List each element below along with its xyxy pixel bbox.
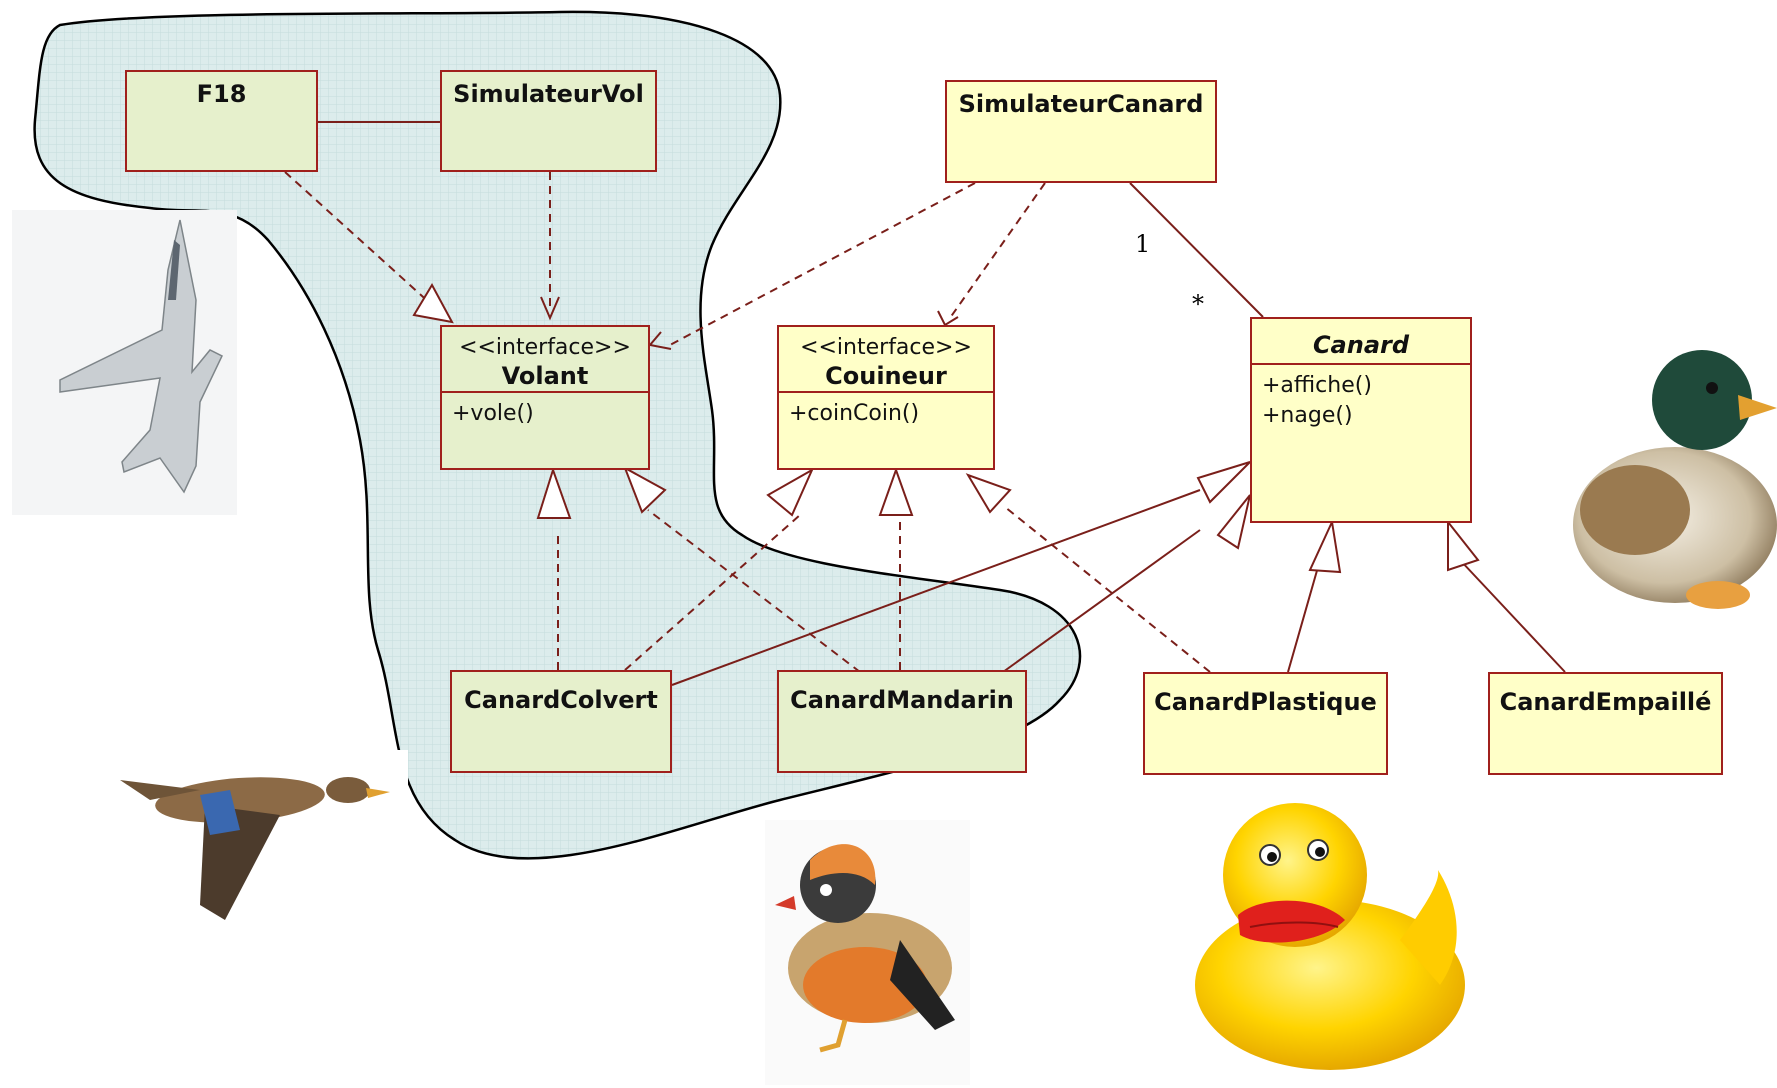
realization-lines bbox=[284, 171, 1211, 673]
class-canardmandarin-name: CanardMandarin bbox=[790, 686, 1014, 714]
class-simulateurcanard[interactable]: SimulateurCanard bbox=[945, 80, 1217, 183]
interface-couineur-stereotype: <<interface>> bbox=[800, 335, 972, 360]
mandarin-duck-image bbox=[765, 820, 970, 1085]
class-f18-name: F18 bbox=[196, 80, 247, 108]
multiplicity-many: * bbox=[1192, 290, 1204, 318]
class-canard[interactable]: Canard +affiche() +nage() bbox=[1250, 317, 1472, 523]
interface-volant-name: Volant bbox=[501, 362, 589, 390]
interface-volant-stereotype: <<interface>> bbox=[459, 335, 631, 360]
interface-volant-operations: +vole() bbox=[442, 391, 648, 435]
class-canard-name: Canard bbox=[1312, 331, 1410, 359]
class-canardmandarin[interactable]: CanardMandarin bbox=[777, 670, 1027, 773]
realization-triangles bbox=[412, 282, 1012, 519]
class-canardcolvert[interactable]: CanardColvert bbox=[450, 670, 672, 773]
class-canardplastique[interactable]: CanardPlastique bbox=[1143, 672, 1388, 775]
class-canardcolvert-name: CanardColvert bbox=[464, 686, 658, 714]
operation-coincoin: +coinCoin() bbox=[789, 401, 920, 426]
interface-couineur[interactable]: <<interface>> Couineur +coinCoin() bbox=[777, 325, 995, 470]
class-f18[interactable]: F18 bbox=[125, 70, 318, 172]
dependency-arrows bbox=[669, 182, 1046, 346]
rubber-duck-image bbox=[1195, 803, 1465, 1070]
generalization-lines bbox=[671, 489, 1566, 686]
operation-vole: +vole() bbox=[452, 401, 534, 426]
interface-volant[interactable]: <<interface>> Volant +vole() bbox=[440, 325, 650, 470]
multiplicity-one: 1 bbox=[1135, 230, 1150, 258]
fighter-jet-image bbox=[12, 210, 237, 515]
class-canardplastique-name: CanardPlastique bbox=[1154, 688, 1377, 716]
class-canardempaille[interactable]: CanardEmpaillé bbox=[1488, 672, 1723, 775]
generalization-triangles bbox=[1196, 461, 1480, 574]
class-simulateurcanard-name: SimulateurCanard bbox=[958, 90, 1204, 118]
interface-couineur-operations: +coinCoin() bbox=[779, 391, 993, 435]
class-canardempaille-name: CanardEmpaillé bbox=[1499, 688, 1712, 716]
flying-mallard-image bbox=[108, 750, 408, 930]
interface-couineur-name: Couineur bbox=[825, 362, 947, 390]
dependency-simvol-volant-head bbox=[540, 296, 560, 321]
class-simulateurvol-name: SimulateurVol bbox=[453, 80, 644, 108]
operation-affiche: +affiche() bbox=[1262, 373, 1372, 398]
plush-duck-image bbox=[1573, 350, 1777, 609]
operation-nage: +nage() bbox=[1262, 403, 1353, 428]
class-canard-operations: +affiche() +nage() bbox=[1252, 363, 1470, 437]
class-simulateurvol[interactable]: SimulateurVol bbox=[440, 70, 657, 172]
association-simulateur-canard bbox=[1129, 182, 1264, 318]
